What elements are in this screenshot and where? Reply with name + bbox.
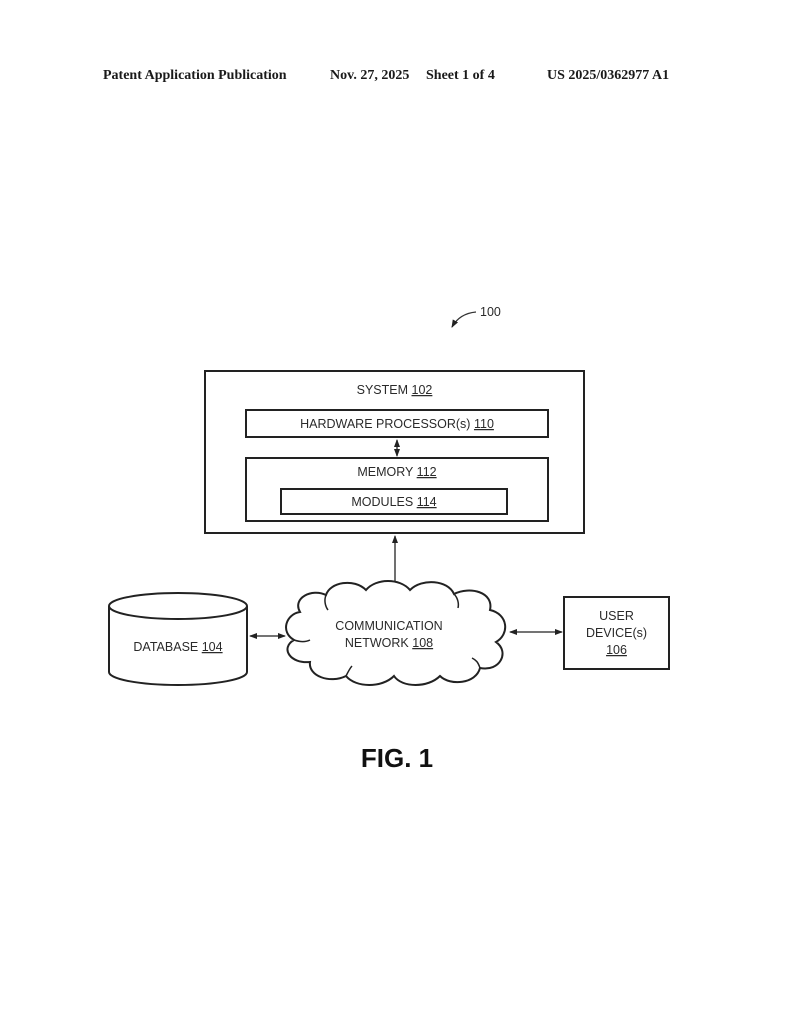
publication-date: Nov. 27, 2025	[330, 68, 410, 83]
database-cylinder: DATABASE 104	[108, 592, 248, 686]
system-label: SYSTEM 102	[357, 383, 433, 397]
figure-caption: FIG. 1	[361, 743, 433, 773]
modules-box: MODULES 114	[280, 488, 508, 515]
communication-network-cloud: COMMUNICATION NETWORK 108	[285, 580, 506, 686]
network-label-line1: COMMUNICATION	[335, 619, 442, 633]
memory-label: MEMORY 112	[357, 465, 436, 479]
user-device-box: USER DEVICE(s) 106	[563, 596, 670, 670]
hardware-processor-box: HARDWARE PROCESSOR(s) 110	[245, 409, 549, 438]
reference-arrow	[451, 311, 477, 328]
user-device-label-line2: DEVICE(s)	[586, 626, 647, 640]
page-header: Patent Application Publication Nov. 27, …	[0, 68, 794, 88]
memory-box: MEMORY 112	[245, 457, 549, 522]
user-device-ref: 106	[606, 643, 627, 657]
system-box: SYSTEM 102	[204, 370, 585, 534]
reference-number: 100	[480, 305, 501, 319]
network-label-line2: NETWORK 108	[345, 636, 433, 650]
user-device-label-line1: USER	[599, 609, 634, 623]
publication-type: Patent Application Publication	[103, 68, 287, 83]
reference-100: 100	[451, 305, 501, 328]
patent-number: US 2025/0362977 A1	[547, 68, 670, 83]
database-label: DATABASE 104	[133, 640, 222, 654]
hardware-processor-label: HARDWARE PROCESSOR(s) 110	[300, 417, 494, 431]
modules-label: MODULES 114	[351, 495, 436, 509]
sheet-number: Sheet 1 of 4	[426, 68, 495, 83]
